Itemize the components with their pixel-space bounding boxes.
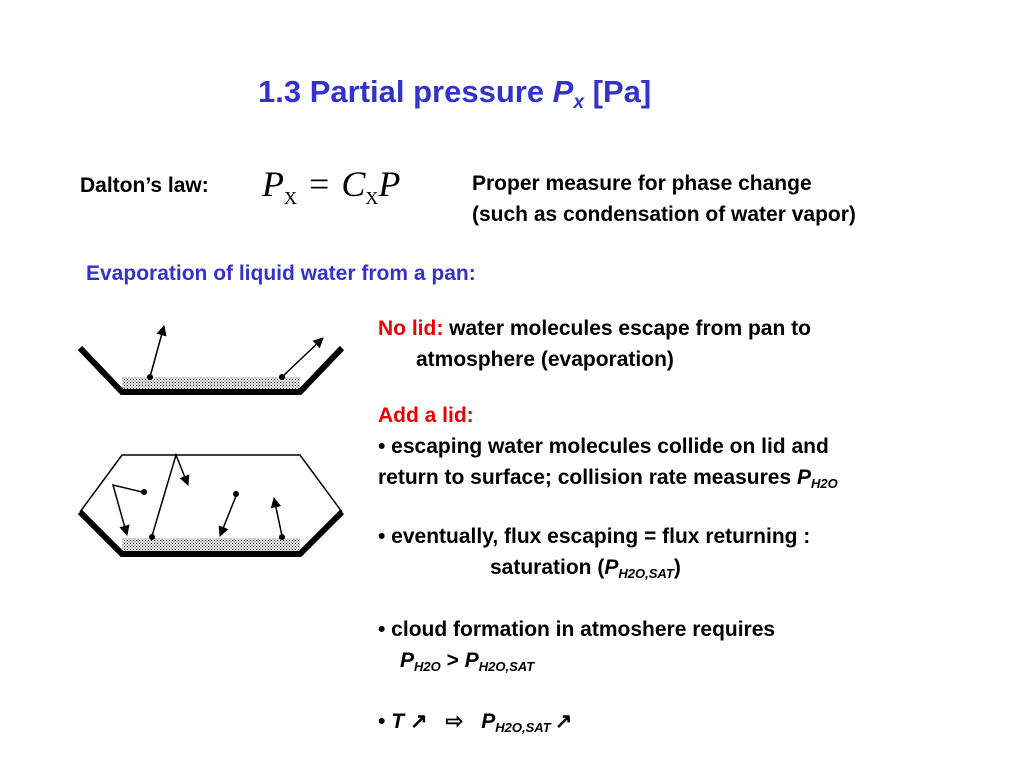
bullet4-arrow-up-icon-2: ↗	[554, 710, 573, 733]
bullet4-arrow-up-icon: ↗	[410, 710, 428, 733]
bullet3-symbol1: P	[400, 649, 415, 672]
bullet2-line2-post: )	[673, 556, 681, 579]
bullet1-line2-text: return to surface; collision rate measur…	[378, 466, 797, 489]
eq-lhs: P	[262, 164, 284, 204]
bullet1-line1: • escaping water molecules collide on li…	[378, 435, 829, 458]
section-heading: Evaporation of liquid water from a pan:	[86, 262, 476, 285]
add-lid-label: Add a lid:	[378, 404, 474, 427]
bullet3-block: • cloud formation in atmoshere requires …	[378, 614, 775, 682]
bullet2-block: • eventually, flux escaping = flux retur…	[378, 521, 810, 589]
bullet3-subscript1: H2O	[414, 659, 441, 675]
bullet3-symbol2: P	[464, 649, 479, 672]
no-lid-text-line1: water molecules escape from pan to	[443, 317, 811, 340]
eq-c: C	[341, 164, 366, 204]
no-lid-block: No lid: water molecules escape from pan …	[378, 313, 811, 375]
slide-title: 1.3 Partial pressure Px [Pa]	[258, 74, 651, 114]
bullet1-subscript: H2O	[811, 476, 838, 492]
bullet2-line1: • eventually, flux escaping = flux retur…	[378, 525, 811, 548]
eq-p: P	[378, 164, 401, 204]
dalton-note-line1: Proper measure for phase change	[472, 172, 812, 195]
title-symbol: P	[552, 74, 574, 109]
title-unit: [Pa]	[584, 74, 652, 109]
pan-diagrams	[77, 324, 345, 557]
dalton-note-line2: (such as condensation of water vapor)	[472, 203, 856, 226]
title-text: 1.3 Partial pressure	[258, 74, 553, 109]
bullet2-line2: saturation (PH2O,SAT)	[378, 552, 810, 589]
bullet2-symbol: P	[604, 556, 619, 579]
water-surface-lidded	[122, 538, 300, 552]
bullet3-subscript2: H2O,SAT	[478, 659, 535, 675]
dalton-equation: PX=CXP	[262, 162, 400, 220]
dalton-note: Proper measure for phase change (such as…	[472, 168, 856, 230]
eq-c-sub: X	[365, 188, 379, 208]
bullet2-subscript: H2O,SAT	[618, 566, 674, 582]
no-lid-text-line2: atmosphere (evaporation)	[416, 348, 674, 371]
pan-lid	[79, 454, 343, 513]
title-subscript: x	[573, 92, 585, 114]
lidded-pan-diagram	[77, 452, 345, 557]
bullet4-implies-icon: ⇨	[445, 710, 464, 733]
bullet1-line2: return to surface; collision rate measur…	[378, 462, 838, 499]
open-pan-diagram	[77, 324, 345, 395]
add-lid-block: Add a lid: • escaping water molecules co…	[378, 400, 838, 499]
eq-lhs-sub: X	[284, 188, 297, 208]
dalton-label: Dalton’s law:	[80, 174, 209, 197]
bullet3-line1: • cloud formation in atmoshere requires	[378, 618, 776, 641]
bullet1-symbol: P	[796, 466, 811, 489]
bullet3-gt: >	[440, 649, 465, 672]
bullet4-line: • T↗⇨PH2O,SAT↗	[378, 706, 572, 743]
bullet4-T: T	[391, 710, 405, 733]
eq-equals: =	[309, 164, 330, 204]
bullet4-bullet: •	[378, 710, 392, 733]
bullet2-line2-pre: saturation (	[490, 556, 605, 579]
water-surface-open	[122, 377, 300, 391]
bullet3-line2: PH2O > PH2O,SAT	[378, 645, 775, 682]
lidded-pan-outline	[77, 509, 345, 557]
open-pan-outline	[77, 345, 345, 395]
bullet4-symbol: P	[481, 710, 496, 733]
no-lid-label: No lid:	[378, 317, 444, 340]
bullet4-subscript: H2O,SAT	[495, 720, 551, 736]
